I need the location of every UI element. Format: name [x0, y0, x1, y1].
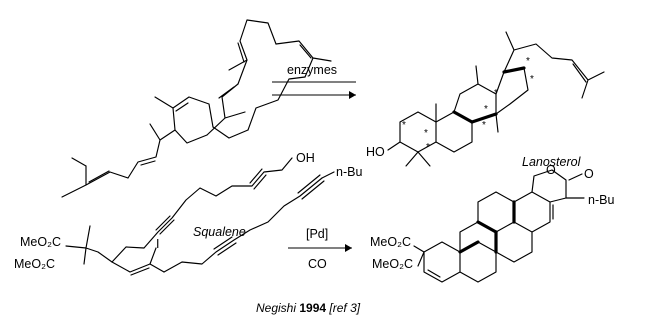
reactant-ester-1: MeO₂C — [20, 235, 61, 249]
reactant-ester-2: MeO₂C — [14, 257, 55, 271]
stereocenter-star-8: * — [494, 88, 498, 99]
product-ring-oxygen: O — [546, 163, 556, 177]
lanosterol-hydroxyl: HO — [366, 145, 385, 159]
reactant-structure — [65, 157, 335, 276]
reactant-hydroxyl: OH — [296, 151, 315, 165]
stereocenter-star-3: * — [426, 142, 430, 153]
stereocenter-star-2: * — [424, 128, 428, 139]
product-nbu: n-Bu — [588, 193, 614, 207]
reactant-iodide: I — [156, 237, 159, 251]
co-label: CO — [308, 257, 327, 271]
product-ester-1: MeO₂C — [370, 235, 411, 249]
stereocenter-star-6: * — [526, 56, 530, 67]
stereocenter-star-7: * — [530, 74, 534, 85]
product-carbonyl-oxygen: O — [584, 167, 594, 181]
citation-year: 1994 — [299, 301, 329, 315]
squalene-label: Squalene — [193, 225, 246, 239]
product-ester-2: MeO₂C — [372, 257, 413, 271]
stereocenter-star-5: * — [484, 104, 488, 115]
enzymes-label: enzymes — [287, 63, 337, 77]
citation-ref: [ref 3] — [328, 301, 360, 315]
citation-caption: Negishi 1994 [ref 3] — [256, 301, 361, 315]
stereocenter-star-4: * — [482, 120, 486, 131]
product-structure — [413, 169, 585, 283]
lanosterol-label: Lanosterol — [522, 155, 582, 169]
top-reaction-arrow — [272, 81, 356, 99]
squalene-structure — [61, 19, 332, 198]
citation-author: Negishi — [256, 301, 299, 315]
bottom-reaction-arrow — [288, 244, 352, 252]
reactant-nbu: n-Bu — [336, 165, 362, 179]
stereocenter-star-1: * — [402, 120, 406, 131]
lanosterol-structure — [387, 31, 605, 167]
pd-catalyst-label: [Pd] — [306, 227, 328, 241]
